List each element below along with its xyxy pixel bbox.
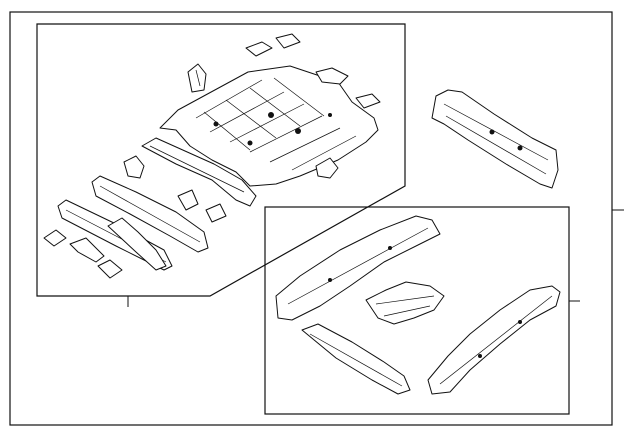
floor-bracket-4[interactable]: [315, 67, 349, 85]
floor-bracket-2[interactable]: [275, 33, 301, 49]
floor-clip-1[interactable]: [43, 229, 67, 247]
rear-rail-extension[interactable]: [301, 323, 411, 395]
floor-bracket-9[interactable]: [205, 203, 227, 223]
diagram-outer-frame: [9, 11, 613, 426]
rear-side-rail-left[interactable]: [275, 215, 441, 321]
rear-panel[interactable]: [431, 89, 559, 189]
floor-bracket-3[interactable]: [187, 63, 207, 93]
floor-side-member-right[interactable]: [107, 217, 167, 271]
floor-clip-3[interactable]: [97, 259, 123, 279]
floor-bracket-1[interactable]: [245, 41, 273, 57]
rear-side-rail-group: [264, 206, 580, 415]
rear-floor-pan-group: [36, 23, 406, 307]
side-rail-group-frame: [264, 206, 570, 415]
floor-bracket-6[interactable]: [123, 155, 145, 179]
rear-cross-member[interactable]: [141, 137, 257, 207]
rear-rail-bracket[interactable]: [365, 281, 445, 325]
floor-bracket-5[interactable]: [355, 93, 381, 109]
rear-side-rail-right[interactable]: [427, 285, 561, 395]
front-cross-member[interactable]: [91, 175, 209, 253]
floor-clip-2[interactable]: [69, 237, 105, 263]
floor-bracket-8[interactable]: [177, 189, 199, 211]
floor-pan-group-frame: [36, 23, 406, 297]
floor-bracket-7[interactable]: [315, 157, 339, 179]
